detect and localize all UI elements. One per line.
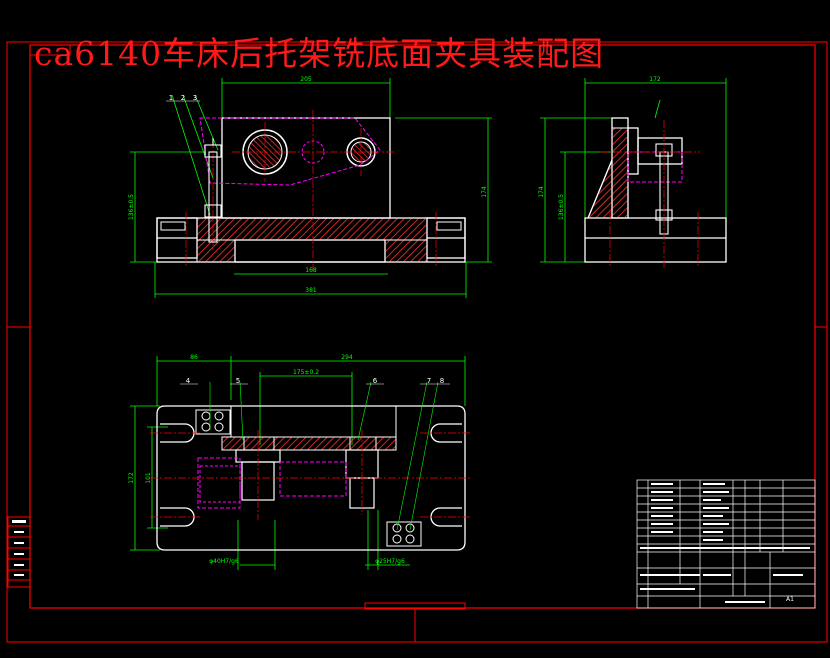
corner-block [29, 44, 71, 56]
left-stamp-block [7, 516, 31, 588]
bottom-strip [364, 602, 466, 610]
dim-bore-1: φ40H7/g6 [209, 558, 239, 565]
balloon-4: 4 [186, 377, 191, 385]
plan-view: 4 5 6 7 8 86 294 175±0.2 172 101 φ40H7/g… [128, 354, 472, 570]
balloon-8: 8 [440, 377, 444, 385]
front-dims [130, 78, 492, 298]
side-view: 172 174 136±0.5 [538, 76, 727, 270]
dim-plan-total: 294 [341, 354, 353, 361]
front-bracket [221, 117, 391, 219]
front-view: 205 168 381 174 136±0.5 1 2 3 [128, 76, 492, 298]
outer-frame [6, 41, 828, 643]
bom-text-marks [640, 483, 810, 603]
workpiece-outline [199, 117, 381, 186]
drawing-title: ca6140车床后托架铣底面夹具装配图 [34, 34, 605, 73]
plan-base [156, 405, 466, 551]
front-clamp-bolt [204, 138, 222, 243]
dim-side-height: 174 [538, 186, 545, 198]
base-section-hatch [196, 217, 428, 241]
dim-bore-2: φ25H7/g6 [375, 558, 405, 565]
sheet-label: A1 [786, 596, 794, 603]
balloon-1: 1 [169, 94, 173, 102]
balloon-7: 7 [427, 377, 431, 385]
dim-front-left-height: 136±0.5 [128, 194, 135, 220]
dim-front-top: 205 [300, 76, 312, 83]
dim-front-height: 174 [481, 186, 488, 198]
dim-plan-left: 86 [190, 354, 198, 361]
dim-front-inner: 168 [305, 267, 317, 274]
plan-section-hatch [221, 436, 397, 451]
dim-plan-center: 175±0.2 [293, 369, 319, 376]
bom-table [636, 479, 816, 609]
dim-plan-height-outer: 172 [128, 472, 135, 484]
dim-side-top: 172 [649, 76, 661, 83]
dim-side-left: 136±0.5 [558, 194, 565, 220]
balloon-3: 3 [193, 94, 197, 102]
inner-frame [29, 44, 816, 609]
balloon-2: 2 [181, 94, 185, 102]
balloon-5: 5 [236, 377, 240, 385]
dim-plan-height-inner: 101 [145, 472, 152, 484]
balloon-6: 6 [373, 377, 378, 385]
dim-front-total: 381 [305, 287, 317, 294]
